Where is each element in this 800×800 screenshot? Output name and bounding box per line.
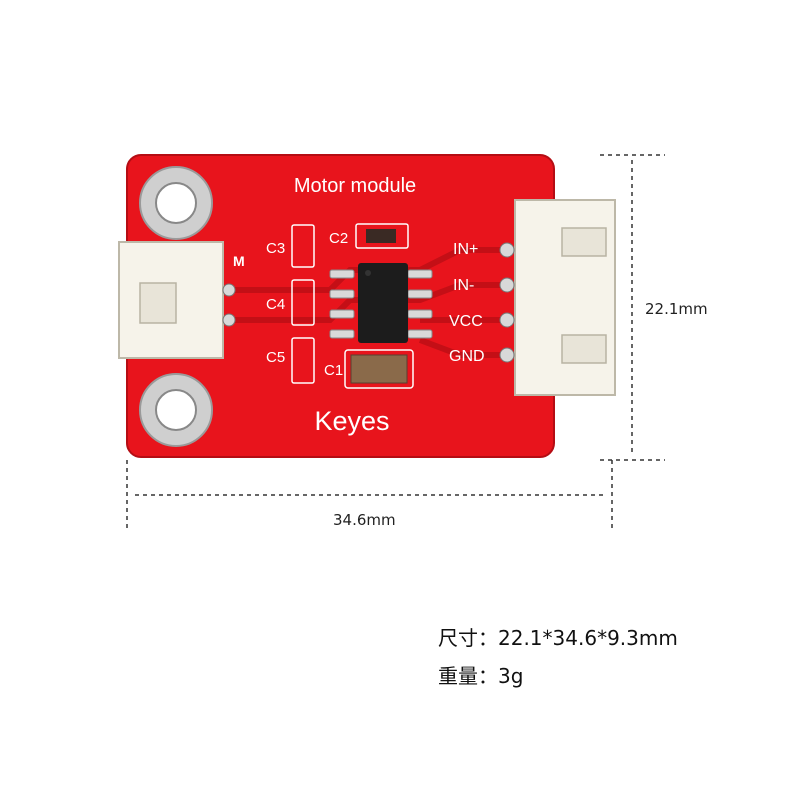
label-c2: C2: [329, 230, 348, 247]
mounting-hole-top: [139, 166, 213, 240]
width-dimension-label: 34.6mm: [333, 511, 396, 529]
pin-label-in-minus: IN-: [453, 277, 474, 294]
board-title: Motor module: [294, 175, 416, 197]
label-c1: C1: [324, 362, 343, 379]
left-connector: [118, 241, 236, 359]
label-c4: C4: [266, 296, 285, 313]
label-c3: C3: [266, 240, 285, 257]
pin-label-in-plus: IN+: [453, 241, 478, 258]
pin-label-gnd: GND: [449, 348, 485, 365]
size-spec-label: 尺寸：: [438, 626, 498, 650]
pin-label-vcc: VCC: [449, 313, 483, 330]
label-c5: C5: [266, 349, 285, 366]
size-spec-value: 22.1*34.6*9.3mm: [498, 626, 678, 650]
driver-chip: [329, 263, 433, 343]
weight-spec-label: 重量：: [438, 664, 498, 688]
weight-spec-value: 3g: [498, 664, 524, 688]
board-brand: Keyes: [314, 406, 389, 436]
right-connector: [499, 199, 616, 396]
dimension-lines: [126, 154, 665, 528]
height-dimension-label: 22.1mm: [645, 300, 708, 318]
size-spec: 尺寸：22.1*34.6*9.3mm: [438, 622, 678, 651]
mounting-hole-bottom: [139, 373, 213, 447]
label-m: M: [233, 253, 245, 269]
capacitor-footprints: [291, 223, 414, 389]
weight-spec: 重量：3g: [438, 660, 523, 689]
